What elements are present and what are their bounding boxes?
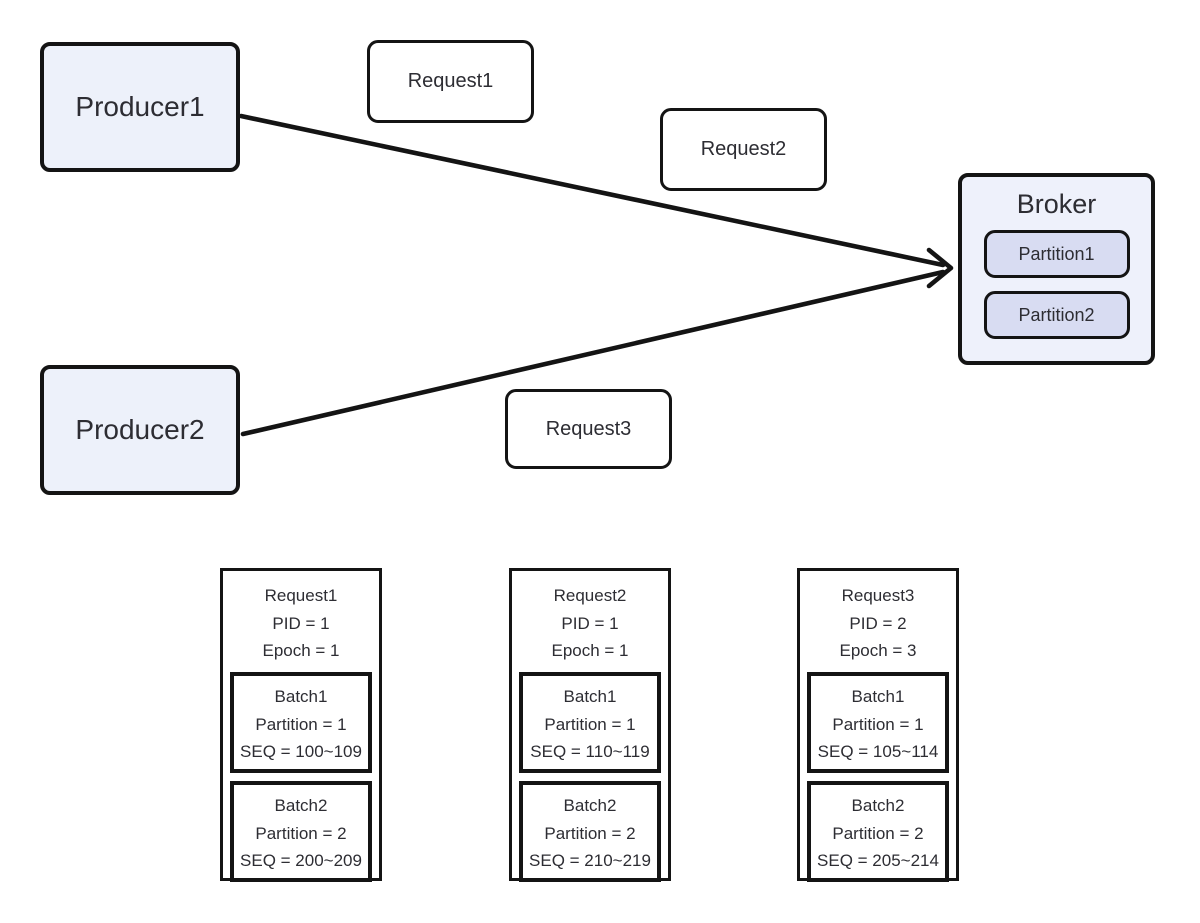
request2-detail-header: Request2 PID = 1 Epoch = 1 [512, 571, 668, 666]
batch-title: Batch2 [563, 796, 617, 815]
request2-label: Request2 [700, 138, 787, 160]
batch-partition: Partition = 1 [255, 714, 347, 734]
partition2-label: Partition2 [1018, 304, 1095, 325]
batch-partition: Partition = 1 [832, 714, 924, 734]
batch-seq: SEQ = 110~119 [530, 742, 650, 761]
batch-title: Batch1 [274, 687, 328, 706]
batch-title: Batch2 [851, 796, 905, 815]
batch-title: Batch2 [274, 796, 328, 815]
partition1-label: Partition1 [1018, 243, 1095, 264]
request3-detail-title: Request3 [841, 586, 915, 605]
request1-detail-pid: PID = 1 [272, 613, 330, 633]
request1-node: Request1 [367, 40, 534, 123]
request2-detail-epoch: Epoch = 1 [551, 641, 629, 660]
producer1-label: Producer1 [75, 91, 205, 122]
arrow-line-producer1-to-broker [238, 113, 946, 268]
request3-batch1-box: Batch1 Partition = 1 SEQ = 105~114 [807, 672, 949, 773]
broker-title: Broker [1016, 189, 1097, 219]
request1-label: Request1 [407, 70, 494, 92]
request3-detail-box: Request3 PID = 2 Epoch = 3 Batch1 Partit… [797, 568, 959, 882]
partition2-node: Partition2 [983, 291, 1130, 339]
batch-partition: Partition = 2 [832, 823, 924, 843]
request3-detail-pid: PID = 2 [849, 613, 907, 633]
batch-partition: Partition = 2 [255, 823, 347, 843]
batch-seq: SEQ = 210~219 [529, 851, 651, 870]
request1-detail-epoch: Epoch = 1 [262, 641, 340, 660]
batch-seq: SEQ = 200~209 [240, 851, 362, 870]
batch-title: Batch1 [851, 687, 905, 706]
request3-node: Request3 [505, 389, 672, 469]
request1-batch2-box: Batch2 Partition = 2 SEQ = 200~209 [230, 781, 372, 882]
batch-seq: SEQ = 105~114 [817, 742, 939, 761]
request1-detail-box: Request1 PID = 1 Epoch = 1 Batch1 Partit… [220, 568, 382, 882]
producer1-node: Producer1 [40, 42, 240, 172]
producer2-label: Producer2 [75, 414, 205, 445]
batch-seq: SEQ = 100~109 [240, 742, 362, 761]
request3-detail-epoch: Epoch = 3 [839, 641, 917, 660]
request2-batch1-box: Batch1 Partition = 1 SEQ = 110~119 [519, 672, 661, 773]
producer2-node: Producer2 [40, 365, 240, 495]
request3-label: Request3 [545, 417, 632, 440]
batch-title: Batch1 [563, 687, 617, 706]
arrowhead-icon [926, 247, 954, 289]
request1-detail-header: Request1 PID = 1 Epoch = 1 [223, 571, 379, 666]
batch-partition: Partition = 2 [544, 823, 636, 843]
request2-node: Request2 [660, 108, 827, 191]
request1-detail-title: Request1 [264, 586, 338, 605]
batch-seq: SEQ = 205~214 [817, 851, 939, 870]
request2-detail-box: Request2 PID = 1 Epoch = 1 Batch1 Partit… [509, 568, 671, 882]
request2-detail-pid: PID = 1 [561, 613, 619, 633]
request3-detail-header: Request3 PID = 2 Epoch = 3 [800, 571, 956, 666]
partition1-node: Partition1 [983, 230, 1130, 278]
request2-batch2-box: Batch2 Partition = 2 SEQ = 210~219 [519, 781, 661, 882]
broker-node: Broker Partition1 Partition2 [958, 173, 1155, 365]
batch-partition: Partition = 1 [544, 714, 636, 734]
request1-batch1-box: Batch1 Partition = 1 SEQ = 100~109 [230, 672, 372, 773]
request2-detail-title: Request2 [553, 586, 627, 605]
request3-batch2-box: Batch2 Partition = 2 SEQ = 205~214 [807, 781, 949, 882]
